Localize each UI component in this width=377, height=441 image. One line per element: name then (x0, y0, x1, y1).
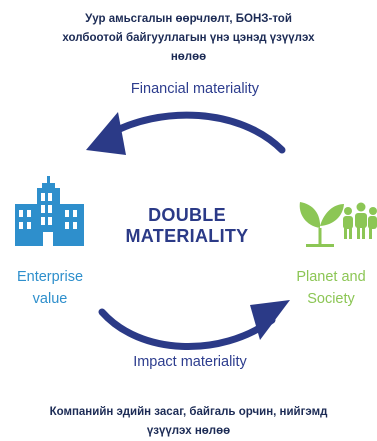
double-materiality-title: DOUBLE MATERIALITY (112, 205, 262, 247)
financial-arrow (86, 111, 286, 155)
top-caption: Уур амьсгалын өөрчлөлт, БОНЗ-той холбоот… (20, 10, 357, 67)
financial-materiality-label: Financial materiality (130, 81, 260, 97)
planet-society-label: Planet and Society (285, 266, 377, 310)
bottom-caption-line-2: үзүүлэх нөлөө (146, 425, 231, 437)
people-group-icon (343, 202, 377, 239)
bottom-caption: Компанийн эдийн засаг, байгаль орчин, ни… (20, 403, 357, 441)
office-building-icon (15, 176, 84, 246)
plant-sprout-icon (299, 202, 344, 247)
enterprise-label-line-2: value (32, 291, 68, 307)
top-caption-line-2: холбоотой байгууллагын үнэ цэнэд үзүүлэх (62, 32, 315, 44)
planet-label-line-1: Planet and (296, 269, 366, 285)
center-title-line-2: MATERIALITY (125, 226, 249, 246)
top-caption-line-1: Уур амьсгалын өөрчлөлт, БОНЗ-той (85, 13, 292, 25)
bottom-caption-line-1: Компанийн эдийн засаг, байгаль орчин, ни… (49, 406, 328, 418)
enterprise-value-label: Enterprise value (0, 266, 100, 310)
impact-materiality-label: Impact materiality (133, 354, 247, 370)
center-title-line-1: DOUBLE (148, 205, 226, 225)
planet-label-line-2: Society (307, 291, 355, 307)
enterprise-label-line-1: Enterprise (16, 269, 84, 285)
impact-arrow (98, 300, 290, 351)
top-caption-line-3: нөлөө (170, 51, 207, 63)
